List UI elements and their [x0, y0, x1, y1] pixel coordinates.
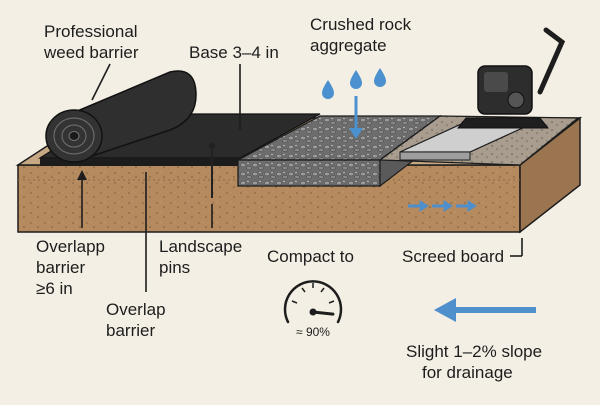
label-overlap-lower: Overlap barrier [106, 300, 170, 340]
label-compact-to: Compact to [267, 247, 354, 266]
water-flow-arrow [349, 96, 363, 139]
water-drop-icon [322, 68, 386, 99]
label-aggregate: Crushed rock aggregate [310, 15, 416, 55]
landscape-pin-icon [208, 142, 216, 198]
label-weed-barrier: Professional weed barrier [43, 22, 142, 62]
label-overlap-left: Overlapp barrier ≥6 in [36, 237, 110, 298]
gauge-icon [283, 280, 343, 324]
plate-compactor-icon [456, 27, 566, 129]
label-screed-board: Screed board [402, 247, 504, 266]
label-base-depth: Base 3–4 in [189, 43, 279, 62]
label-slope: Slight 1–2% slope for drainage [406, 342, 547, 382]
gauge-value: ≈ 90% [296, 325, 330, 339]
slope-arrow [434, 298, 536, 322]
fabric-roll-icon [45, 70, 197, 163]
drainage-arrows [408, 200, 477, 212]
label-landscape-pins: Landscape pins [159, 237, 247, 277]
leader-lines [77, 63, 523, 292]
